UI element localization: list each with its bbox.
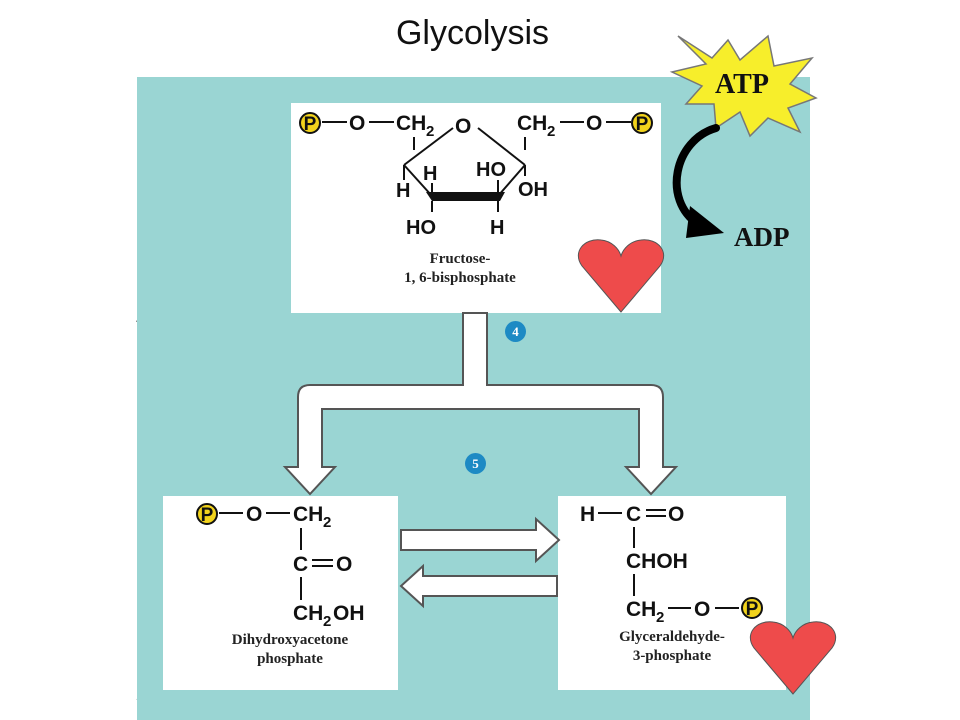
phosphate-left-label: P <box>304 114 317 135</box>
g3p-structure: H C O CHOH CH 2 O P <box>580 503 763 626</box>
dhap-ch2oh: CH <box>293 602 323 625</box>
c2-h: H <box>396 180 410 202</box>
g3p-chohl: CHOH <box>626 550 688 573</box>
adp-label: ADP <box>734 222 790 252</box>
g3p-name-line1: Glyceraldehyde- <box>619 629 725 645</box>
g3p-box <box>558 496 786 690</box>
ch2-left: CH <box>396 112 426 135</box>
g3p-name-line2: 3-phosphate <box>632 648 712 664</box>
c5-oh: OH <box>518 179 548 201</box>
c4-h: H <box>490 217 504 239</box>
oxygen-left: O <box>349 112 365 135</box>
g3p-ester-oxygen: O <box>694 598 710 621</box>
fructose-name: Fructose- 1, 6-bisphosphate <box>360 250 560 288</box>
fructose-structure: P O CH 2 O CH 2 O P H H HO HO H OH <box>299 112 653 239</box>
dhap-oxygen: O <box>246 503 262 526</box>
dhap-ch2-sub: 2 <box>323 514 331 531</box>
step-badge-4: 4 <box>505 321 526 342</box>
phosphate-icon <box>631 112 653 134</box>
g3p-name: Glyceraldehyde- 3-phosphate <box>572 628 772 666</box>
dhap-name-line2: phosphate <box>257 651 323 667</box>
dhap-structure: P O CH 2 C O CH 2 OH <box>196 503 365 630</box>
phosphate-icon <box>196 503 218 525</box>
g3p-h: H <box>580 503 595 526</box>
phosphate-icon <box>741 597 763 619</box>
ch2-right-sub: 2 <box>547 123 555 140</box>
dhap-name-line1: Dihydroxyacetone <box>231 632 349 648</box>
dhap-carbon: C <box>293 553 308 576</box>
phosphate-right-label: P <box>636 114 649 135</box>
heart-icon <box>577 239 665 313</box>
atp-burst-icon <box>669 34 818 138</box>
dhap-phosphate-label: P <box>201 505 214 526</box>
dhap-ch2: CH <box>293 503 323 526</box>
step-badge-5: 5 <box>465 453 486 474</box>
g3p-c1: C <box>626 503 641 526</box>
g3p-ch2: CH <box>626 598 656 621</box>
fructose-name-line1: Fructose- <box>429 251 491 267</box>
dhap-name: Dihydroxyacetone phosphate <box>190 631 390 669</box>
reverse-arrow <box>399 563 558 609</box>
ring-oxygen: O <box>455 115 471 138</box>
phosphate-icon <box>299 112 321 134</box>
c3-ho: HO <box>406 217 436 239</box>
dhap-hydroxyl: OH <box>333 602 365 625</box>
c4-ho: HO <box>476 159 506 181</box>
oxygen-right: O <box>586 112 602 135</box>
ch2-right: CH <box>517 112 547 135</box>
dhap-ch2oh-sub: 2 <box>323 613 331 630</box>
g3p-phosphate-label: P <box>746 599 759 620</box>
split-arrow <box>282 312 679 496</box>
ch2-left-sub: 2 <box>426 123 434 140</box>
page-title: Glycolysis <box>395 14 550 52</box>
atp-label: ATP <box>715 69 769 100</box>
g3p-oxygen: O <box>668 503 684 526</box>
dhap-box <box>163 496 398 690</box>
dhap-carbonyl-oxygen: O <box>336 553 352 576</box>
c3-h: H <box>423 163 437 185</box>
forward-arrow <box>400 516 561 564</box>
fructose-name-line2: 1, 6-bisphosphate <box>404 270 516 286</box>
curved-arrow-icon <box>672 124 720 228</box>
heart-icon <box>749 621 837 695</box>
g3p-ch2-sub: 2 <box>656 609 664 626</box>
